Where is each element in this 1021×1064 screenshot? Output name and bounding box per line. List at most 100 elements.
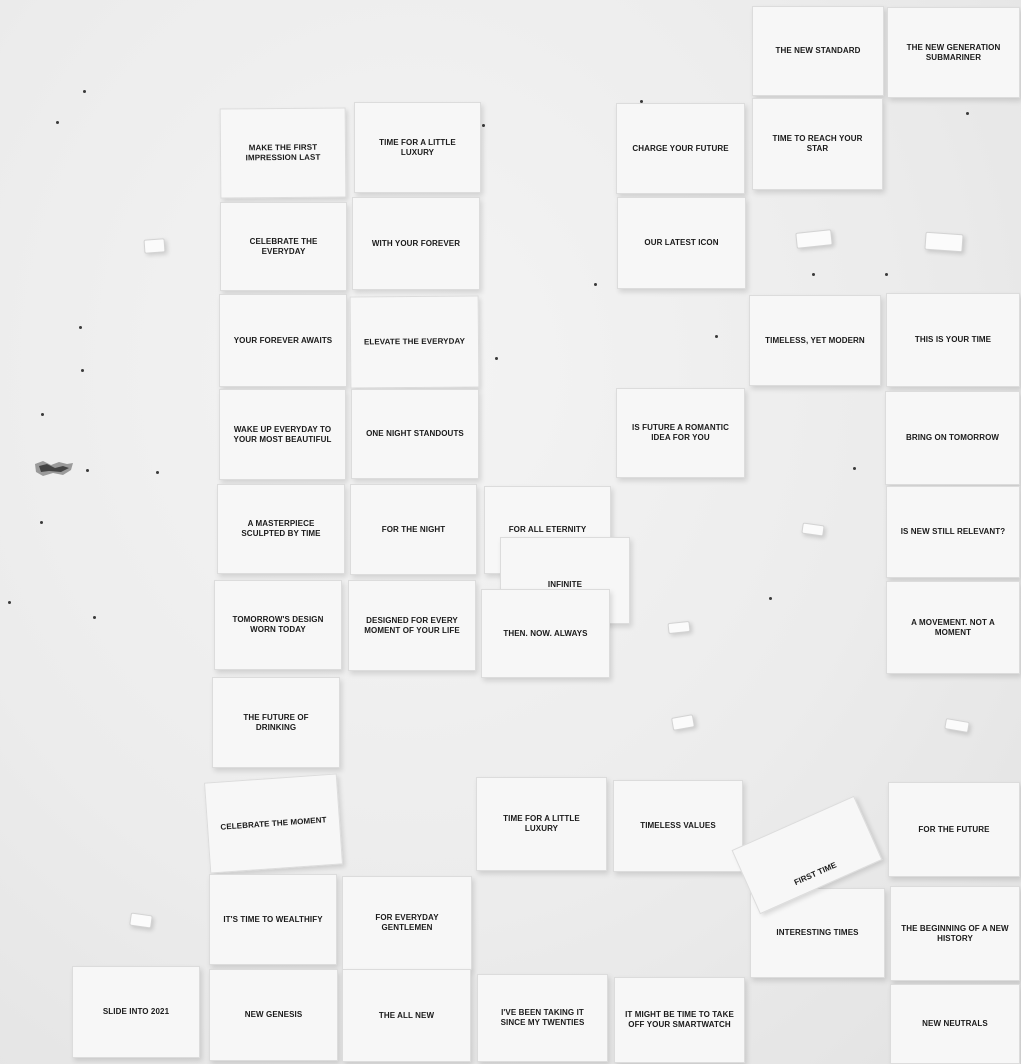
card-text: TIMELESS VALUES	[640, 821, 716, 831]
tape-piece	[801, 522, 825, 537]
card-its-time-to-wealthify: FOR THE FUTURE	[888, 782, 1020, 877]
card-our-latest-icon: OUR LATEST ICON	[617, 197, 746, 289]
card-time-to-reach-your-star: TIME TO REACH YOUR STAR	[752, 98, 883, 190]
card-the-new-generation-submariner: THE NEW GENERATION SUBMARINER	[887, 7, 1020, 98]
card-with-your-forever: WITH YOUR FOREVER	[352, 197, 480, 290]
card-text: OUR LATEST ICON	[644, 238, 719, 248]
pin-hole	[81, 369, 84, 372]
pin-hole	[885, 273, 888, 276]
card-timeless-yet-modern: TIMELESS, YET MODERN	[749, 295, 881, 386]
card-text: TIME FOR A LITTLE LUXURY	[379, 137, 456, 157]
card-for-everyday-gentlemen: IT'S TIME TO WEALTHIFY	[209, 874, 337, 965]
pin-hole	[812, 273, 815, 276]
card-a-movement-not-a-moment: A MOVEMENT. NOT A MOMENT	[886, 581, 1020, 674]
card-text: ONE NIGHT STANDOUTS	[366, 429, 464, 439]
card-text: IT'S TIME TO WEALTHIFY	[223, 914, 323, 924]
card-a-masterpiece-sculpted: A MASTERPIECE SCULPTED BY TIME	[217, 484, 345, 574]
card-then-now-always: THEN. NOW. ALWAYS	[481, 589, 610, 678]
card-new-genesis: NEW GENESIS	[209, 969, 338, 1061]
pin-hole	[41, 413, 44, 416]
tape-piece	[924, 231, 964, 253]
card-bring-on-tomorrow: BRING ON TOMORROW	[885, 391, 1020, 485]
card-text: IS NEW STILL RELEVANT?	[900, 527, 1006, 537]
card-slide-into-2021: SLIDE INTO 2021	[72, 966, 200, 1058]
card-designed-for-every-moment: DESIGNED FOR EVERY MOMENT OF YOUR LIFE	[348, 580, 476, 671]
card-text: IS FUTURE A ROMANTIC IDEA FOR YOU	[632, 423, 729, 442]
pin-hole	[156, 471, 159, 474]
pin-hole	[853, 467, 856, 470]
card-make-the-first-impression-last: MAKE THE FIRST IMPRESSION LAST	[219, 107, 347, 199]
card-tomorrows-design: TOMORROW'S DESIGN WORN TODAY	[214, 580, 342, 670]
card-text: CELEBRATE THE EVERYDAY	[249, 236, 318, 256]
card-first-time: THE BEGINNING OF A NEW HISTORY	[890, 886, 1020, 981]
card-is-new-still-relevant: IS NEW STILL RELEVANT?	[886, 486, 1020, 578]
card-text: ELEVATE THE EVERYDAY	[363, 336, 466, 347]
pin-hole	[56, 121, 59, 124]
card-is-future-a-romantic-idea: IS FUTURE A ROMANTIC IDEA FOR YOU	[616, 388, 745, 478]
pin-hole	[79, 326, 82, 329]
pin-hole	[86, 469, 89, 472]
card-text: MAKE THE FIRST IMPRESSION LAST	[245, 143, 321, 163]
card-text: IT MIGHT BE TIME TO TAKE OFF YOUR SMARTW…	[625, 1010, 734, 1029]
card-text: FOR THE NIGHT	[381, 524, 446, 534]
card-text: TIME FOR A LITTLE LUXURY	[503, 814, 580, 833]
tape-piece	[671, 714, 695, 731]
card-for-the-night: FOR THE NIGHT	[350, 484, 477, 575]
card-text: BRING ON TOMORROW	[905, 433, 1000, 443]
card-text: NEW NEUTRALS	[922, 1019, 988, 1029]
pin-hole	[40, 521, 43, 524]
card-one-night-standouts: ONE NIGHT STANDOUTS	[351, 389, 479, 479]
card-text: TOMORROW'S DESIGN WORN TODAY	[232, 615, 324, 634]
card-time-for-a-little-luxury-bottom: TIME FOR A LITTLE LUXURY	[476, 777, 607, 871]
card-text: A MASTERPIECE SCULPTED BY TIME	[241, 519, 321, 538]
card-elevate-the-everyday: ELEVATE THE EVERYDAY	[349, 295, 480, 389]
card-text: I'VE BEEN TAKING IT SINCE MY TWENTIES	[500, 1008, 585, 1027]
card-text: WAKE UP EVERYDAY TO YOUR MOST BEAUTIFUL	[233, 424, 332, 444]
tape-piece	[944, 717, 970, 734]
pin-hole	[640, 100, 643, 103]
card-text: DESIGNED FOR EVERY MOMENT OF YOUR LIFE	[364, 615, 460, 635]
card-text: INFINITE	[547, 580, 583, 589]
card-text: THE FUTURE OF DRINKING	[243, 712, 309, 732]
pin-hole	[83, 90, 86, 93]
pin-hole	[8, 601, 11, 604]
card-ive-been-taking-it: I'VE BEEN TAKING IT SINCE MY TWENTIES	[477, 974, 608, 1062]
card-text: INTERESTING TIMES	[776, 928, 859, 938]
card-wake-up-everyday: WAKE UP EVERYDAY TO YOUR MOST BEAUTIFUL	[219, 389, 346, 480]
card-celebrate-the-moment: CELEBRATE THE MOMENT	[203, 773, 344, 874]
card-text: SLIDE INTO 2021	[102, 1007, 170, 1017]
card-text: THE NEW GENERATION SUBMARINER	[906, 42, 1001, 62]
tape-piece	[143, 238, 166, 254]
card-text: FIRST TIME	[792, 860, 839, 888]
card-text: A MOVEMENT. NOT A MOMENT	[911, 617, 995, 637]
card-text: THIS IS YOUR TIME	[914, 335, 992, 345]
tape-piece	[667, 620, 691, 635]
pin-hole	[495, 357, 498, 360]
card-new-neutrals: NEW NEUTRALS	[890, 984, 1020, 1064]
card-text: TIME TO REACH YOUR STAR	[772, 134, 863, 153]
card-text: THE BEGINNING OF A NEW HISTORY	[901, 923, 1009, 943]
tape-piece	[795, 229, 833, 249]
card-text: THEN. NOW. ALWAYS	[503, 628, 588, 638]
card-this-is-your-time: THIS IS YOUR TIME	[886, 293, 1020, 387]
card-the-future-of-drinking: THE FUTURE OF DRINKING	[212, 677, 340, 768]
card-celebrate-the-everyday: CELEBRATE THE EVERYDAY	[220, 202, 347, 291]
card-interesting-times: FOR EVERYDAY GENTLEMEN	[342, 876, 472, 970]
card-charge-your-future: CHARGE YOUR FUTURE	[616, 103, 745, 194]
card-text: THE NEW STANDARD	[775, 46, 861, 56]
pin-hole	[93, 616, 96, 619]
card-the-all-new: THE ALL NEW	[342, 969, 471, 1062]
card-the-new-standard: THE NEW STANDARD	[752, 6, 884, 96]
pin-hole	[715, 335, 718, 338]
card-text: NEW GENESIS	[244, 1010, 303, 1020]
card-your-forever-awaits: YOUR FOREVER AWAITS	[219, 294, 347, 387]
card-text: CELEBRATE THE MOMENT	[220, 815, 327, 832]
card-text: FOR THE FUTURE	[918, 824, 990, 834]
card-text: WITH YOUR FOREVER	[371, 238, 461, 248]
card-time-for-a-little-luxury-top: TIME FOR A LITTLE LUXURY	[354, 102, 481, 193]
pin-hole	[769, 597, 772, 600]
card-timeless-values: TIMELESS VALUES	[613, 780, 743, 872]
tape-piece	[129, 912, 153, 929]
card-text: FOR EVERYDAY GENTLEMEN	[375, 913, 439, 932]
